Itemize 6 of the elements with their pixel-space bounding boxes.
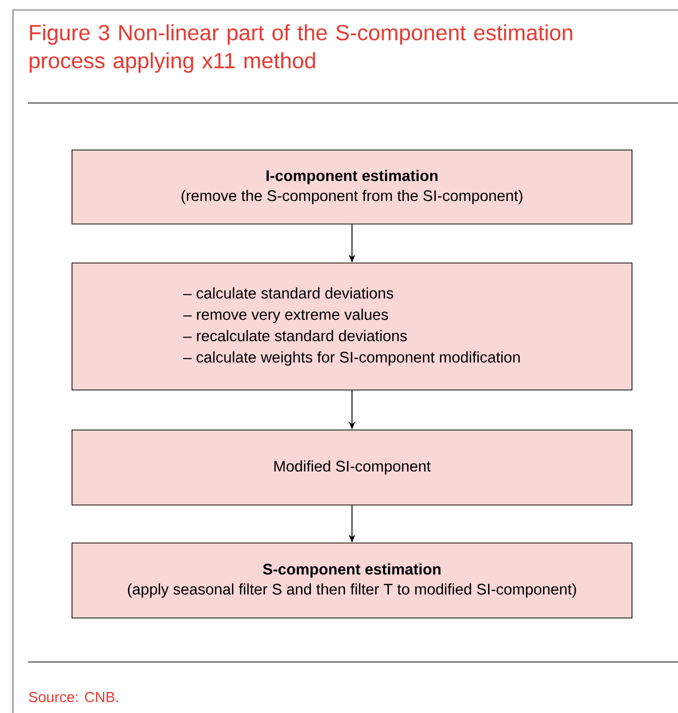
process-box: – calculate standard deviations – remove very extreme values – recalculate standard deviations – calculate weights for SI-component modification [72, 262, 632, 390]
process-box: S-component estimation (apply seasonal filter S and then filter T to modified SI-component) [72, 542, 632, 618]
source-note: Source: CNB. [28, 692, 118, 702]
process-box: Modified SI-component [72, 430, 632, 506]
title: Figure 3 Non-linear part of the S-component estimation process applying x11 method [30, 24, 572, 73]
process-box: I-component estimation (remove the S-component from the SI-component) [72, 150, 632, 224]
